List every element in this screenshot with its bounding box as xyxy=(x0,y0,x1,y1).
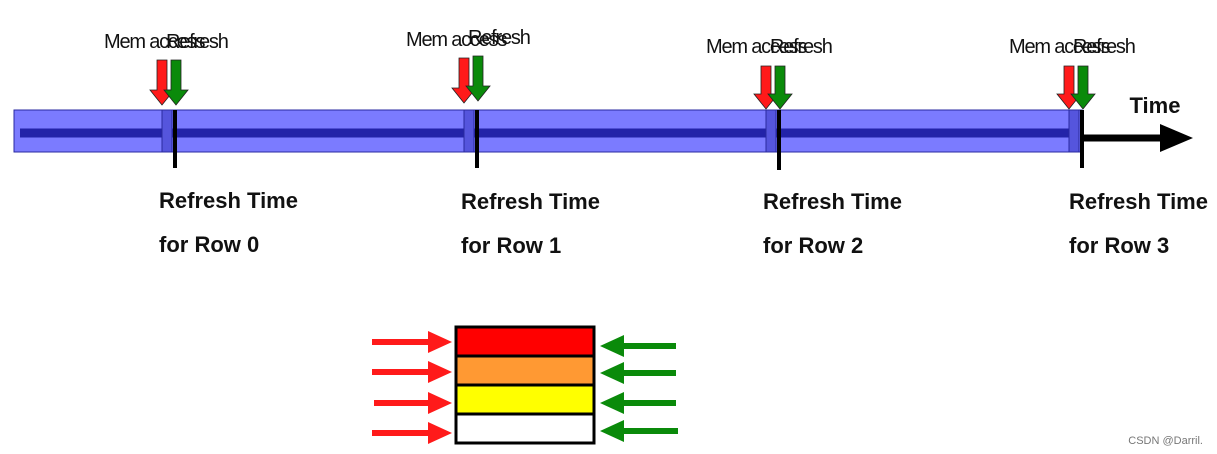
outgoing-arrow-icon xyxy=(600,335,676,357)
time-axis-label: Time xyxy=(1130,93,1181,118)
refresh-arrow-icon xyxy=(1070,65,1096,110)
refresh-window xyxy=(765,109,777,153)
refresh-label: Refresh xyxy=(1073,36,1135,58)
timeline: Time xyxy=(13,93,1193,153)
incoming-arrow-icon xyxy=(372,422,452,444)
incoming-arrow-icon xyxy=(372,331,452,353)
refresh-time-line2: for Row 2 xyxy=(763,233,863,258)
incoming-arrow-icon xyxy=(372,361,452,383)
memory-row-3 xyxy=(454,412,596,445)
refresh-label: Refresh xyxy=(468,27,530,49)
refresh-time-line1: Refresh Time xyxy=(461,189,600,214)
time-axis-arrowhead xyxy=(1160,124,1193,152)
refresh-event-row-3: Mem access Refresh Refresh Time for Row … xyxy=(1009,36,1208,258)
outgoing-arrow-icon xyxy=(600,392,676,414)
refresh-window xyxy=(161,109,173,153)
refresh-label: Refresh xyxy=(166,31,228,53)
incoming-arrow-icon xyxy=(374,392,452,414)
refresh-window xyxy=(463,109,475,153)
outgoing-arrow-icon xyxy=(600,362,676,384)
refresh-arrow-icon xyxy=(163,59,189,106)
mem-access-label: Mem access xyxy=(706,36,807,58)
mem-access-label: Mem access xyxy=(406,29,507,51)
refresh-event-row-0: Mem access Refresh Refresh Time for Row … xyxy=(104,31,298,257)
refresh-time-line1: Refresh Time xyxy=(1069,189,1208,214)
refresh-event-row-1: Mem access Refresh Refresh Time for Row … xyxy=(406,27,600,258)
refresh-time-line2: for Row 0 xyxy=(159,232,259,257)
refresh-arrow-icon xyxy=(465,55,491,102)
watermark: CSDN @Darril. xyxy=(1128,435,1203,447)
outgoing-arrow-icon xyxy=(600,420,678,442)
mem-access-arrow-icon xyxy=(451,57,477,104)
memory-row-1 xyxy=(454,354,596,387)
refresh-label: Refresh xyxy=(770,36,832,58)
refresh-time-line2: for Row 1 xyxy=(461,233,561,258)
refresh-arrow-icon xyxy=(767,65,793,110)
mem-access-label: Mem access xyxy=(104,31,205,53)
refresh-event-row-2: Mem access Refresh Refresh Time for Row … xyxy=(706,36,902,258)
refresh-time-line1: Refresh Time xyxy=(763,189,902,214)
refresh-window xyxy=(1068,109,1080,153)
refresh-time-line1: Refresh Time xyxy=(159,188,298,213)
memory-row-0 xyxy=(454,325,596,358)
mem-access-label: Mem access xyxy=(1009,36,1110,58)
memory-row-2 xyxy=(454,383,596,416)
refresh-time-line2: for Row 3 xyxy=(1069,233,1169,258)
memory-row-stack xyxy=(372,325,678,445)
